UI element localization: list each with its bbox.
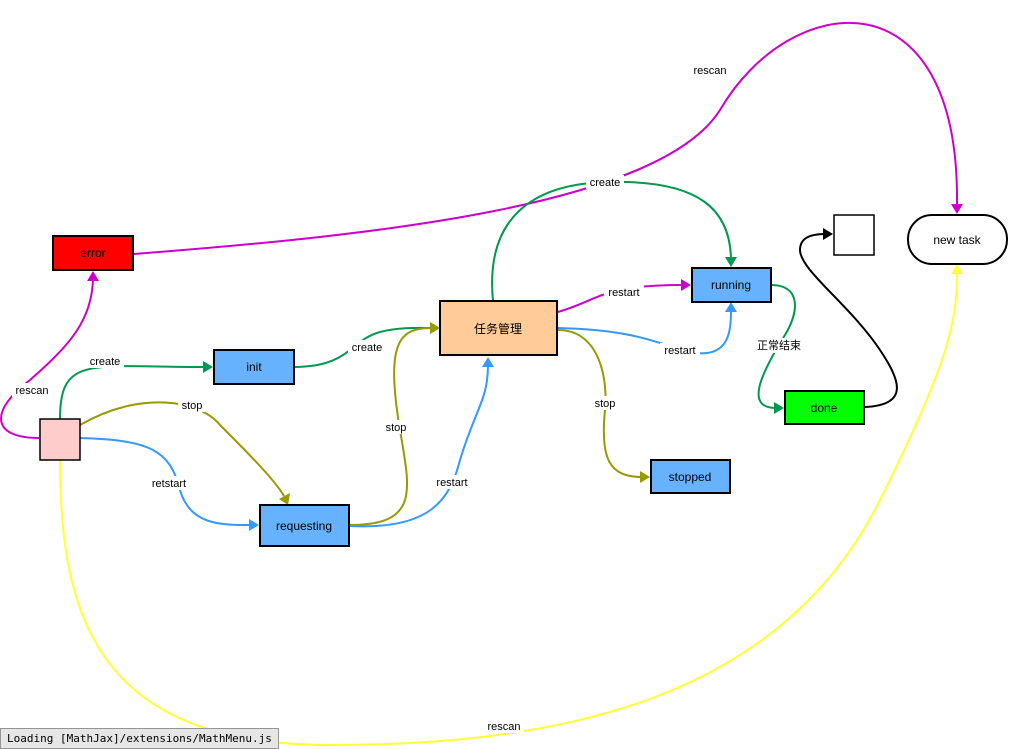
edge-rescan-error-to-new-task (133, 21, 963, 255)
edge-label-rescan-left: rescan (12, 383, 52, 397)
node-done: done (784, 390, 865, 425)
node-end (833, 214, 875, 256)
svg-text:create: create (590, 177, 621, 189)
svg-text:error: error (80, 246, 105, 260)
node-init: init (213, 349, 295, 385)
edge-restart-requesting-to-manager (349, 357, 494, 528)
edge-label-retstart: retstart (148, 476, 190, 490)
node-source (39, 418, 81, 461)
svg-text:create: create (352, 342, 383, 354)
edge-label-finish: 正常结束 (754, 338, 804, 353)
edge-finish-running-to-done (757, 284, 796, 414)
node-new-task: new task (907, 214, 1008, 265)
svg-text:requesting: requesting (276, 519, 332, 533)
node-error: error (52, 235, 134, 271)
svg-text:stopped: stopped (669, 470, 712, 484)
node-task-manager: 任务管理 (439, 300, 558, 356)
svg-text:done: done (811, 401, 838, 415)
status-bar: Loading [MathJax]/extensions/MathMenu.js (0, 728, 279, 749)
node-stopped: stopped (650, 459, 731, 494)
svg-text:stop: stop (182, 400, 203, 412)
edge-restart-bottom-manager-to-running (557, 302, 737, 355)
svg-text:正常结束: 正常结束 (757, 339, 801, 352)
edge-label-create-source-init: create (86, 354, 124, 368)
status-bar-text: Loading [MathJax]/extensions/MathMenu.js (7, 732, 272, 745)
node-requesting: requesting (259, 504, 350, 547)
node-running: running (691, 267, 772, 303)
edge-label-rescan-bottom: rescan (484, 719, 524, 733)
svg-text:create: create (90, 356, 121, 368)
edge-label-restart-bottom: restart (660, 343, 700, 357)
svg-text:new task: new task (933, 233, 981, 247)
edge-create-source-to-init (59, 361, 213, 420)
svg-text:rescan: rescan (15, 385, 48, 397)
edge-label-rescan-top: rescan (690, 63, 730, 77)
edge-label-stop-manager-stopped: stop (591, 396, 619, 410)
edge-rescan-source-to-error (0, 271, 99, 439)
svg-text:running: running (711, 278, 751, 292)
edge-rescan-source-to-new-task (59, 264, 963, 747)
svg-text:任务管理: 任务管理 (474, 321, 522, 336)
svg-text:restart: restart (608, 287, 639, 299)
svg-text:restart: restart (664, 345, 695, 357)
edge-label-restart-top: restart (604, 285, 644, 299)
edge-stop-source-to-requesting (79, 401, 290, 505)
svg-text:retstart: retstart (152, 478, 186, 490)
svg-text:rescan: rescan (693, 65, 726, 77)
svg-text:restart: restart (436, 477, 467, 489)
edge-label-create-manager-running: create (586, 175, 624, 189)
svg-text:stop: stop (386, 422, 407, 434)
edge-label-create-init-manager: create (348, 340, 386, 354)
svg-text:init: init (246, 360, 262, 374)
edge-label-stop-source-requesting: stop (178, 398, 206, 412)
edge-label-stop-requesting-manager: stop (382, 420, 410, 434)
edge-label-restart-requesting-manager: restart (432, 475, 472, 489)
svg-text:stop: stop (595, 398, 616, 410)
svg-text:rescan: rescan (487, 721, 520, 733)
edge-done-to-end (798, 228, 898, 408)
